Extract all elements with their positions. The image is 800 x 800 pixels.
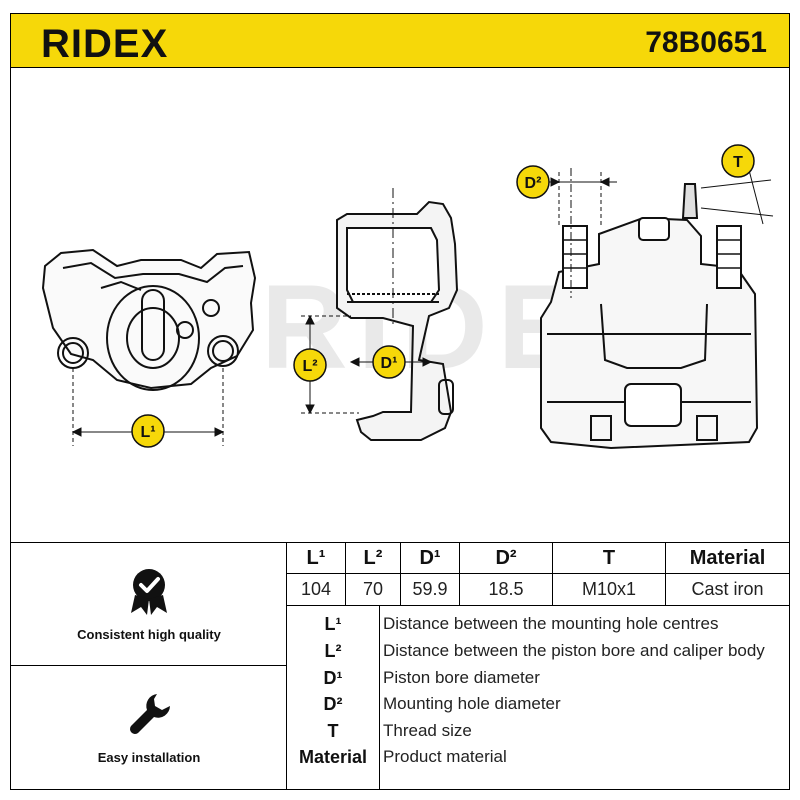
legend-description: Distance between the piston bore and cal… <box>383 641 765 660</box>
legend: L¹ Distance between the mounting hole ce… <box>287 605 789 789</box>
spec-value-t: M10x1 <box>552 573 666 606</box>
legend-symbol: T <box>327 721 339 741</box>
spec-header-l1: L¹ <box>287 543 346 574</box>
brand-logo: RIDEX <box>41 22 169 66</box>
caliper-drawings: RIDEX L¹ <box>41 144 774 450</box>
spec-value-material: Cast iron <box>665 573 789 606</box>
feature-column: Consistent high quality Easy installatio… <box>11 543 287 789</box>
spec-value-l1: 104 <box>287 573 346 606</box>
feature-install: Easy installation <box>11 666 287 789</box>
feature-quality-label: Consistent high quality <box>77 627 221 642</box>
label-l1: L¹ <box>140 424 155 441</box>
legend-description: Piston bore diameter <box>383 668 540 687</box>
spec-table: L¹ L² D¹ D² T Material 104 70 59.9 18.5 … <box>287 543 789 606</box>
legend-symbol: D² <box>323 694 343 714</box>
legend-symbol: Material <box>298 747 368 767</box>
feature-quality: Consistent high quality <box>11 543 287 666</box>
spec-header-t: T <box>552 543 666 574</box>
product-code: 78B0651 <box>645 26 767 59</box>
spec-header-d2: D² <box>459 543 553 574</box>
legend-row: D² Mounting hole diameter <box>287 691 789 717</box>
legend-row: L¹ Distance between the mounting hole ce… <box>287 611 789 637</box>
legend-description: Thread size <box>383 721 472 740</box>
label-d2: D² <box>525 175 542 192</box>
legend-description: Mounting hole diameter <box>383 694 561 713</box>
spec-panel: Consistent high quality Easy installatio… <box>10 542 790 790</box>
legend-description: Distance between the mounting hole centr… <box>383 614 719 633</box>
legend-divider <box>379 605 380 789</box>
label-l1-badge: L¹ <box>131 414 165 448</box>
label-d1-badge: D¹ <box>372 345 406 379</box>
spec-value-l2: 70 <box>345 573 401 606</box>
legend-row: D¹ Piston bore diameter <box>287 665 789 691</box>
caliper-front-view <box>540 183 759 450</box>
legend-symbol: L² <box>324 641 342 661</box>
header-bar: RIDEX 78B0651 <box>10 13 790 68</box>
legend-row: L² Distance between the piston bore and … <box>287 638 789 664</box>
label-d1: D¹ <box>381 355 398 372</box>
spec-value-d1: 59.9 <box>400 573 460 606</box>
spec-header-d1: D¹ <box>400 543 460 574</box>
spec-header-row: L¹ L² D¹ D² T Material <box>287 543 789 574</box>
spec-value-d2: 18.5 <box>459 573 553 606</box>
badge-check-icon <box>131 569 167 615</box>
label-t-badge: T <box>721 144 755 178</box>
caliper-side-view <box>41 248 257 391</box>
label-d2-badge: D² <box>516 165 550 199</box>
label-l2-badge: L² <box>293 348 327 382</box>
legend-row: T Thread size <box>287 718 789 744</box>
feature-install-label: Easy installation <box>97 750 201 765</box>
technical-drawing-area: RIDEX L¹ <box>10 68 790 542</box>
wrench-icon <box>130 694 170 734</box>
legend-symbol: L¹ <box>324 614 342 634</box>
spec-value-row: 104 70 59.9 18.5 M10x1 Cast iron <box>287 573 789 606</box>
legend-symbol: D¹ <box>323 668 343 688</box>
spec-header-l2: L² <box>345 543 401 574</box>
legend-description: Product material <box>383 747 507 766</box>
caliper-section-view <box>336 200 459 441</box>
dimension-t <box>700 169 774 225</box>
label-l2: L² <box>302 358 317 375</box>
legend-row: Material Product material <box>287 744 789 770</box>
dimension-d2 <box>531 172 617 228</box>
dimension-d1 <box>349 357 433 367</box>
label-t: T <box>733 154 743 171</box>
spec-header-material: Material <box>665 543 789 574</box>
